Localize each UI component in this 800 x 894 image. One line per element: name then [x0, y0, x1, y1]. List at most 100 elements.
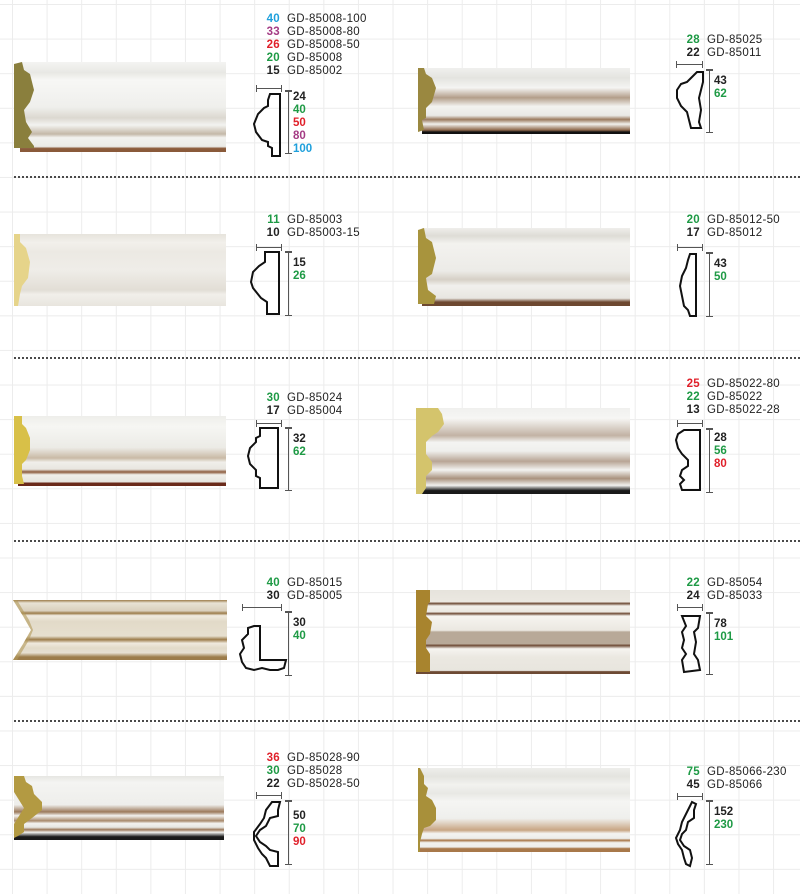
- code-label: GD-85011: [707, 47, 762, 59]
- code-label: GD-85028: [287, 765, 343, 777]
- moulding-photo: [416, 408, 630, 496]
- code-row: 17 GD-85004: [258, 405, 343, 418]
- height-value: 26: [293, 270, 306, 282]
- moulding-photo: [418, 228, 630, 306]
- code-width: 30: [266, 392, 280, 404]
- code-row: 20 GD-85008: [258, 52, 367, 65]
- profile-cross-section: [246, 427, 279, 489]
- height-value: 80: [714, 458, 727, 470]
- height-value: 43: [714, 75, 727, 87]
- code-label: GD-85022-28: [707, 404, 780, 416]
- height-value: 90: [293, 836, 306, 848]
- code-label: GD-85012-50: [707, 214, 780, 226]
- height-value: 40: [293, 104, 306, 116]
- height-value: 152: [714, 806, 734, 818]
- code-width: 20: [266, 52, 280, 64]
- code-label: GD-85022: [707, 391, 763, 403]
- code-label: GD-85005: [287, 590, 343, 602]
- code-width: 26: [266, 39, 280, 51]
- code-label: GD-85015: [287, 577, 343, 589]
- height-dimension-bar: [285, 251, 292, 316]
- height-dimension-bar: [706, 428, 713, 493]
- profile-cross-section: [253, 801, 282, 867]
- code-label: GD-85024: [287, 392, 343, 404]
- code-width: 15: [266, 65, 280, 77]
- profile-cross-section: [674, 800, 698, 868]
- moulding-photo: [418, 768, 630, 852]
- width-dimension-bar: [677, 420, 703, 427]
- height-values: 152 230: [714, 806, 733, 832]
- code-width: 20: [686, 214, 700, 226]
- code-width: 22: [266, 778, 280, 790]
- code-width: 25: [686, 378, 700, 390]
- row-divider: [14, 357, 800, 359]
- profile-cross-section: [252, 93, 281, 157]
- code-width: 11: [267, 214, 280, 226]
- height-value: 28: [714, 432, 727, 444]
- width-dimension-bar: [676, 61, 703, 68]
- code-width: 13: [686, 404, 700, 416]
- width-dimension-bar: [677, 793, 703, 800]
- width-dimension-bar: [242, 604, 282, 611]
- product-codes: 25 GD-85022-80 22 GD-85022 13 GD-85022-28: [678, 378, 780, 417]
- code-width: 33: [266, 26, 280, 38]
- code-row: 26 GD-85008-50: [258, 39, 367, 52]
- width-dimension-bar: [256, 792, 282, 799]
- code-label: GD-85003: [287, 214, 343, 226]
- code-row: 24 GD-85033: [678, 590, 763, 603]
- code-width: 40: [266, 13, 280, 25]
- height-value: 78: [714, 618, 727, 630]
- code-row: 11 GD-85003: [258, 214, 360, 227]
- moulding-photo: [14, 62, 226, 152]
- width-dimension-bar: [256, 420, 282, 427]
- code-width: 22: [686, 577, 700, 589]
- height-value: 56: [714, 445, 727, 457]
- height-value: 70: [293, 823, 306, 835]
- code-label: GD-85008: [287, 52, 343, 64]
- height-value: 15: [293, 257, 306, 269]
- height-value: 43: [714, 258, 727, 270]
- height-value: 100: [293, 143, 313, 155]
- code-width: 22: [686, 391, 700, 403]
- code-width: 45: [686, 779, 700, 791]
- code-width: 36: [266, 752, 280, 764]
- height-value: 50: [293, 117, 306, 129]
- height-dimension-bar: [285, 427, 292, 491]
- code-label: GD-85025: [707, 34, 763, 46]
- code-label: GD-85008-50: [287, 39, 360, 51]
- width-dimension-bar: [256, 244, 282, 251]
- code-row: 22 GD-85022: [678, 391, 780, 404]
- height-dimension-bar: [706, 252, 713, 317]
- code-row: 20 GD-85012-50: [678, 214, 780, 227]
- row-divider: [14, 540, 800, 542]
- height-values: 24 40 50 80 100: [293, 91, 312, 156]
- code-label: GD-85004: [287, 405, 343, 417]
- code-label: GD-85033: [707, 590, 763, 602]
- height-dimension-bar: [285, 90, 292, 154]
- height-values: 15 26: [293, 257, 306, 283]
- height-values: 78 101: [714, 618, 733, 644]
- row-divider: [14, 176, 800, 178]
- height-values: 32 62: [293, 433, 306, 459]
- code-label: GD-85028-50: [287, 778, 360, 790]
- height-value: 80: [293, 130, 306, 142]
- code-width: 17: [266, 405, 280, 417]
- code-label: GD-85022-80: [707, 378, 780, 390]
- height-dimension-bar: [706, 69, 713, 133]
- width-dimension-bar: [256, 85, 282, 92]
- height-value: 50: [714, 271, 727, 283]
- code-row: 22 GD-85028-50: [258, 778, 360, 791]
- code-width: 24: [686, 590, 700, 602]
